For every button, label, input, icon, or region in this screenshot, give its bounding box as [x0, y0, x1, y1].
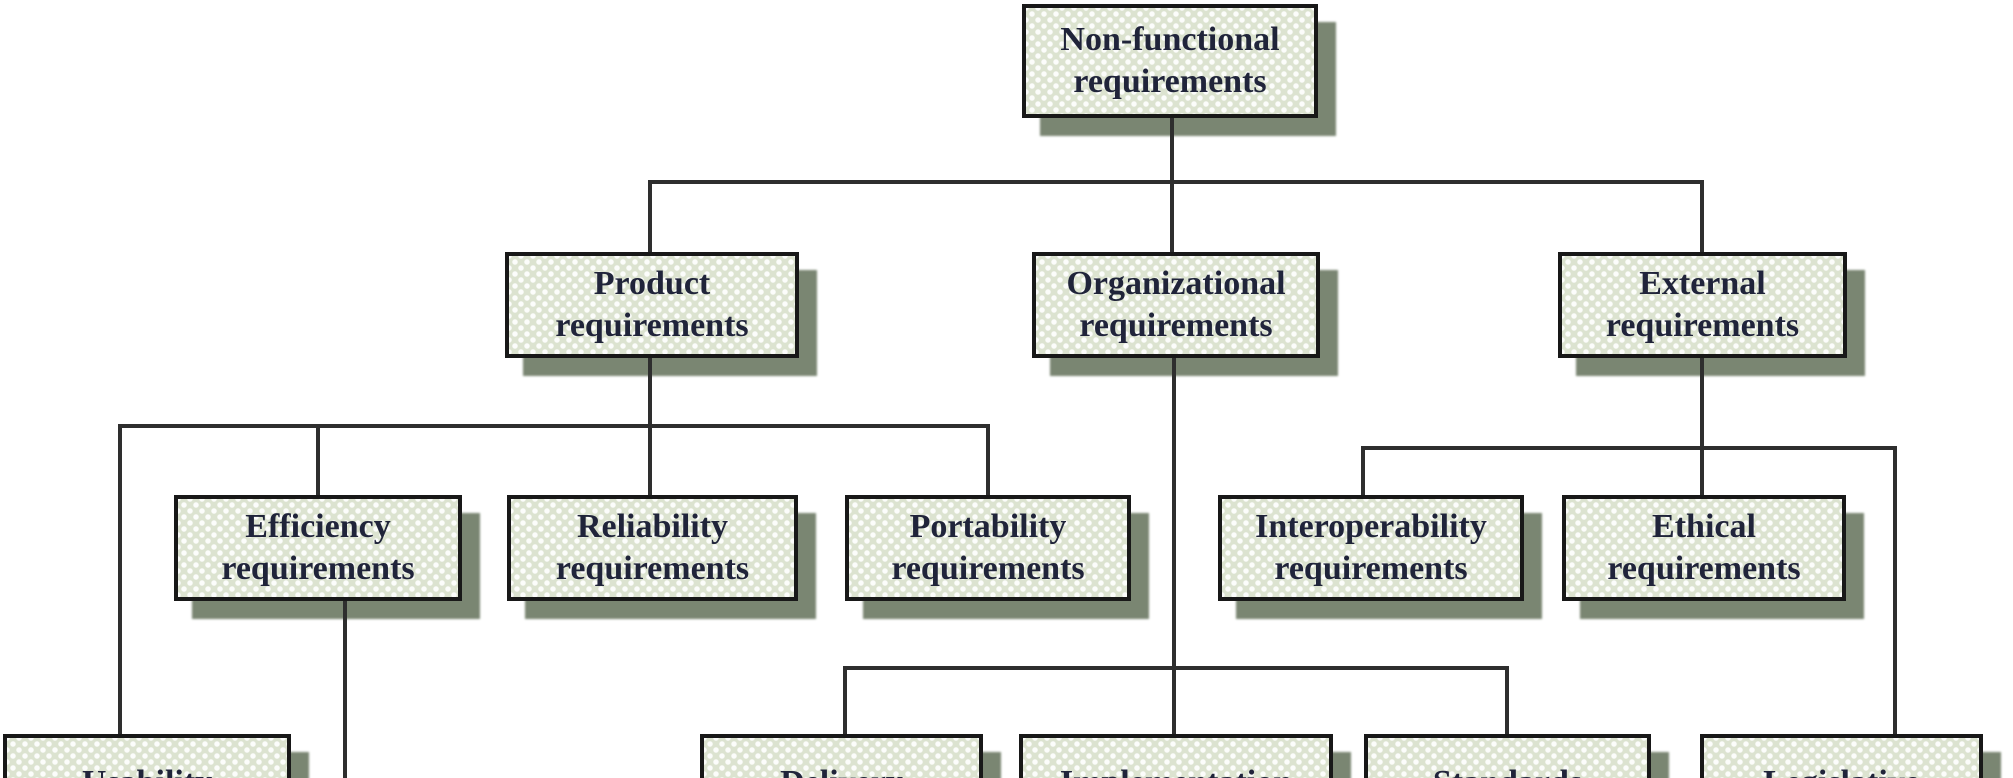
connector-drop-standards: [1505, 666, 1509, 734]
node-label: External requirements: [1605, 265, 1800, 344]
node-organizational-requirements: Organizational requirements: [1032, 252, 1320, 358]
node-interoperability-requirements: Interoperability requirements: [1218, 495, 1524, 601]
node-label: Standards: [1423, 738, 1592, 778]
node-label: Organizational requirements: [1066, 265, 1286, 344]
connector-organizational-bus: [843, 666, 1509, 670]
connector-drop-delivery: [843, 666, 847, 734]
connector-organizational-stem: [1172, 358, 1176, 734]
connector-drop-efficiency: [316, 424, 320, 495]
node-reliability-requirements: Reliability requirements: [507, 495, 798, 601]
node-efficiency-requirements: Efficiency requirements: [174, 495, 462, 601]
node-label: Product requirements: [555, 265, 749, 344]
node-external-requirements: External requirements: [1558, 252, 1847, 358]
connector-external-bus: [1361, 446, 1897, 450]
node-portability-requirements: Portability requirements: [845, 495, 1131, 601]
connector-drop-organizational: [1170, 180, 1174, 252]
connector-drop-legislative: [1893, 446, 1897, 734]
node-label: Non-functional requirements: [1060, 21, 1280, 100]
node-label: Ethical requirements: [1607, 508, 1801, 587]
node-label: Delivery: [770, 738, 913, 778]
connector-efficiency-children: [343, 601, 347, 778]
connector-level2-bus: [648, 180, 1704, 184]
connector-external-stem: [1700, 358, 1704, 495]
connector-drop-external: [1700, 180, 1704, 252]
node-label: Legislative: [1753, 738, 1930, 778]
connector-root-stem: [1170, 118, 1174, 184]
node-legislative-requirements: Legislative: [1700, 734, 1983, 778]
node-label: Portability requirements: [891, 508, 1085, 587]
connector-drop-interoperability: [1361, 446, 1365, 495]
node-label: Interoperability requirements: [1255, 508, 1487, 587]
node-usability-requirements: Usability: [3, 734, 291, 778]
node-ethical-requirements: Ethical requirements: [1562, 495, 1846, 601]
connector-drop-usability: [118, 424, 122, 734]
node-non-functional-requirements: Non-functional requirements: [1022, 4, 1318, 118]
node-standards-requirements: Standards: [1364, 734, 1651, 778]
connector-drop-portability: [986, 424, 990, 495]
node-delivery-requirements: Delivery: [700, 734, 983, 778]
connector-drop-product: [648, 180, 652, 252]
node-implementation-requirements: Implementation: [1019, 734, 1333, 778]
node-label: Implementation: [1050, 738, 1302, 778]
node-label: Reliability requirements: [555, 508, 750, 587]
node-label: Usability: [72, 738, 222, 778]
node-product-requirements: Product requirements: [505, 252, 799, 358]
connector-product-bus: [118, 424, 990, 428]
node-label: Efficiency requirements: [221, 508, 415, 587]
